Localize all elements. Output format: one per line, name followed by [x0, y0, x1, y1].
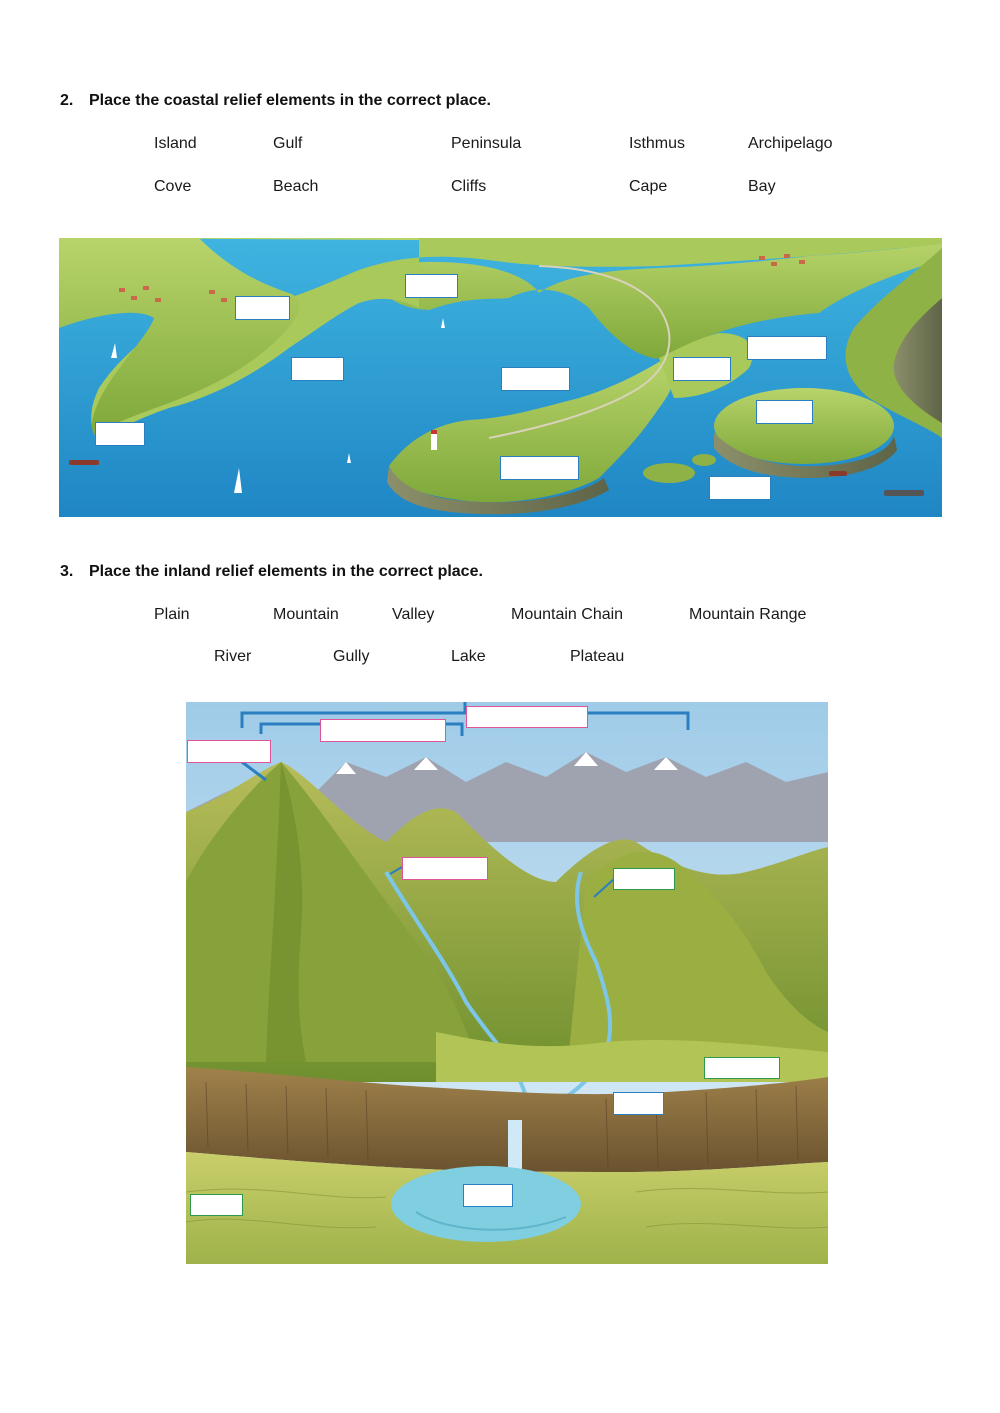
coastal-landscape-drawing: [59, 238, 942, 517]
word-gully[interactable]: Gully: [333, 648, 370, 665]
coastal-answer-box-4[interactable]: [291, 357, 344, 381]
inland-answer-box-1[interactable]: [466, 706, 588, 728]
word-beach[interactable]: Beach: [273, 178, 319, 195]
coastal-relief-illustration: [59, 238, 942, 517]
word-peninsula[interactable]: Peninsula: [451, 135, 522, 152]
inland-answer-box-8[interactable]: [463, 1184, 513, 1207]
word-bay[interactable]: Bay: [748, 178, 776, 195]
question-3-number: 3.: [60, 563, 74, 580]
coastal-answer-box-5[interactable]: [673, 357, 731, 381]
coastal-answer-box-10[interactable]: [709, 476, 771, 500]
word-mountain[interactable]: Mountain: [273, 606, 339, 623]
question-3-title: 3. Place the inland relief elements in th…: [60, 563, 483, 581]
word-mountain-chain[interactable]: Mountain Chain: [511, 606, 624, 623]
word-island[interactable]: Island: [154, 135, 197, 152]
word-valley[interactable]: Valley: [392, 606, 435, 623]
inland-answer-box-4[interactable]: [402, 857, 488, 880]
word-isthmus[interactable]: Isthmus: [629, 135, 686, 152]
inland-answer-box-7[interactable]: [613, 1092, 664, 1115]
word-cape[interactable]: Cape: [629, 178, 668, 195]
coastal-answer-box-3[interactable]: [747, 336, 827, 360]
inland-answer-box-2[interactable]: [320, 719, 446, 742]
word-archipelago[interactable]: Archipelago: [748, 135, 833, 152]
inland-answer-box-3[interactable]: [187, 740, 271, 763]
word-mountain-range[interactable]: Mountain Range: [689, 606, 807, 623]
inland-relief-illustration: [186, 702, 828, 1264]
question-3-text: Place the inland relief elements in the …: [89, 563, 483, 580]
word-cove[interactable]: Cove: [154, 178, 192, 195]
word-plateau[interactable]: Plateau: [570, 648, 625, 665]
word-gulf[interactable]: Gulf: [273, 135, 303, 152]
inland-answer-box-6[interactable]: [704, 1057, 780, 1079]
question-2-number: 2.: [60, 92, 74, 109]
coastal-answer-box-2[interactable]: [235, 296, 290, 320]
coastal-answer-box-7[interactable]: [756, 400, 813, 424]
inland-answer-box-9[interactable]: [190, 1194, 243, 1216]
word-plain[interactable]: Plain: [154, 606, 190, 623]
word-cliffs[interactable]: Cliffs: [451, 178, 487, 195]
inland-answer-box-5[interactable]: [613, 868, 675, 890]
coastal-answer-box-8[interactable]: [95, 422, 145, 446]
word-lake[interactable]: Lake: [451, 648, 486, 665]
coastal-answer-box-1[interactable]: [405, 274, 458, 298]
inland-landscape-drawing: [186, 702, 828, 1264]
question-2-text: Place the coastal relief elements in the…: [89, 92, 491, 109]
coastal-answer-box-6[interactable]: [501, 367, 570, 391]
question-2-title: 2. Place the coastal relief elements in t…: [60, 92, 491, 110]
word-river[interactable]: River: [214, 648, 252, 665]
coastal-answer-box-9[interactable]: [500, 456, 579, 480]
